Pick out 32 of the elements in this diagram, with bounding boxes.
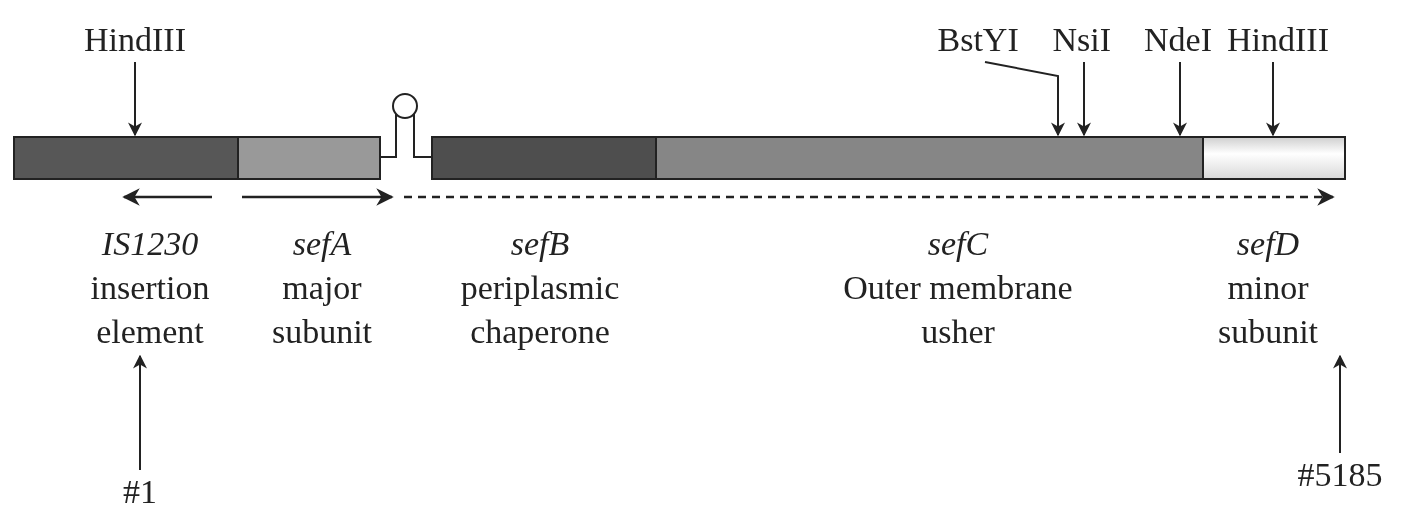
gene-name: sefC <box>926 224 990 264</box>
restriction-site-label: NdeI <box>1144 20 1212 60</box>
arrow <box>1266 61 1280 137</box>
hairpin-loop <box>392 93 418 119</box>
gene-description: major subunit <box>270 268 374 352</box>
gene-name: sefA <box>291 224 353 264</box>
restriction-site-label: HindIII <box>84 20 186 60</box>
hairpin-stem <box>413 113 433 158</box>
arrow <box>128 61 142 137</box>
arrow <box>133 354 147 471</box>
gene-segment <box>1202 136 1346 180</box>
gene-description: periplasmic chaperone <box>459 268 621 352</box>
arrow <box>1077 61 1091 137</box>
gene-segment <box>237 136 381 180</box>
gene-segment <box>655 136 1204 180</box>
arrow <box>984 61 1065 137</box>
position-label: #5185 <box>1297 455 1383 495</box>
arrow <box>1333 354 1347 454</box>
position-label: #1 <box>123 472 157 511</box>
restriction-site-label: NsiI <box>1052 20 1112 60</box>
gene-segment <box>13 136 239 180</box>
hairpin-stem <box>379 113 397 158</box>
gene-description: insertion element <box>89 268 211 352</box>
arrow <box>1173 61 1187 137</box>
gene-name: sefD <box>1235 224 1301 264</box>
gene-description: minor subunit <box>1216 268 1320 352</box>
gene-name: sefB <box>509 224 571 264</box>
restriction-site-label: HindIII <box>1227 20 1329 60</box>
gene-segment <box>431 136 657 180</box>
restriction-site-label: BstYI <box>937 20 1019 60</box>
gene-description: Outer membrane usher <box>842 268 1074 352</box>
gene-name: IS1230 <box>100 224 200 264</box>
